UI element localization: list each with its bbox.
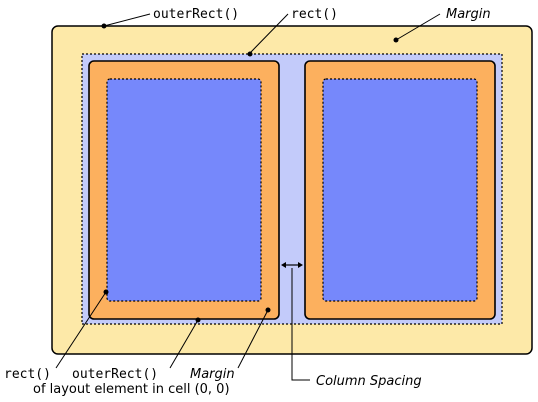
dot-rect-top: [247, 51, 253, 57]
leader-outer-rect-top: [103, 13, 151, 27]
left-element-inner-rect: [106, 78, 262, 302]
label-rect-top: rect(): [291, 7, 338, 22]
label-outer-rect-top: outerRect(): [153, 7, 239, 22]
dot-outer-rect-bottom: [195, 317, 201, 323]
label-rect-bottom: rect(): [4, 367, 51, 382]
leader-margin-top: [395, 13, 441, 41]
leader-outer-rect-bottom: [169, 319, 199, 369]
leader-margin-bottom: [237, 309, 269, 369]
label-margin-bottom: Margin: [190, 367, 235, 382]
dot-outer-rect-top: [101, 23, 107, 29]
label-cell-caption: of layout element in cell (0, 0): [33, 382, 230, 397]
leader-rect-top: [249, 13, 289, 54]
label-outer-rect-bottom: outerRect(): [72, 367, 158, 382]
dot-margin-bottom: [265, 307, 271, 313]
dot-rect-bottom: [103, 289, 109, 295]
label-column-spacing: Column Spacing: [316, 374, 422, 389]
right-element-inner-rect: [322, 78, 478, 302]
leader-column-spacing: [291, 268, 310, 381]
dot-margin-top: [393, 37, 399, 43]
leader-rect-bottom: [55, 291, 107, 369]
column-spacing-arrow: [281, 262, 303, 268]
label-margin-top: Margin: [446, 7, 491, 22]
